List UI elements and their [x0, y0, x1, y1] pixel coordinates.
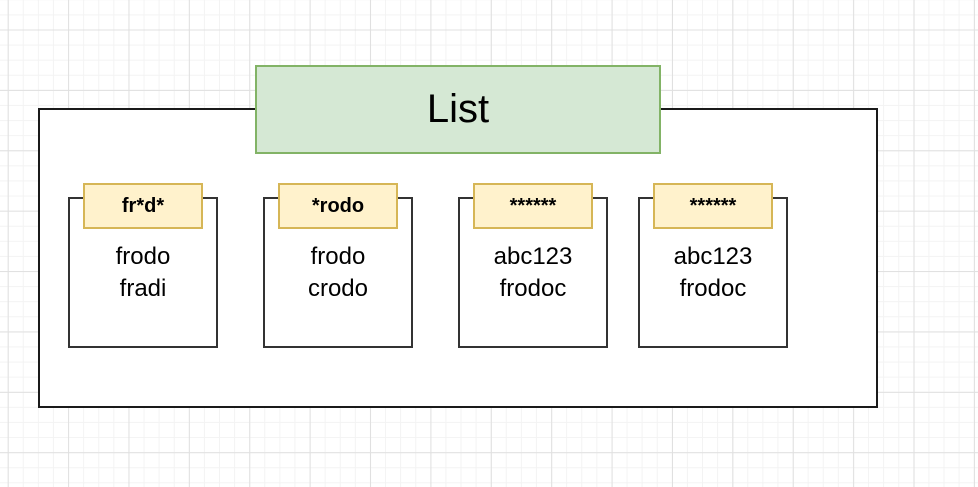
list-title-label: List	[426, 87, 490, 131]
cell-pattern-tag[interactable]: ******	[653, 183, 773, 229]
cell-value-line: frodo	[310, 242, 366, 270]
cell-value-line: abc123	[673, 242, 753, 270]
cell-value-line: crodo	[307, 274, 369, 302]
cell-pattern-tag[interactable]: fr*d*	[83, 183, 203, 229]
cell-value-line: fradi	[119, 274, 167, 302]
cell-pattern-tag[interactable]: ******	[473, 183, 593, 229]
cell-pattern-tag[interactable]: *rodo	[278, 183, 398, 229]
cell-pattern-label: ******	[509, 194, 557, 217]
cell-pattern-label: fr*d*	[121, 194, 165, 217]
cell-pattern-label: ******	[689, 194, 737, 217]
list-cell-3[interactable]: abc123 frodoc ******	[458, 183, 608, 348]
cell-value-line: abc123	[493, 242, 573, 270]
list-cell-4[interactable]: abc123 frodoc ******	[638, 183, 788, 348]
cell-pattern-label: *rodo	[311, 194, 365, 217]
list-cell-2[interactable]: frodo crodo *rodo	[263, 183, 413, 348]
cell-value-line: frodoc	[679, 274, 747, 302]
list-cell-1[interactable]: frodo fradi fr*d*	[68, 183, 218, 348]
cell-value-line: frodoc	[499, 274, 567, 302]
cell-value-line: frodo	[115, 242, 171, 270]
list-title-shape[interactable]: List	[255, 65, 661, 154]
